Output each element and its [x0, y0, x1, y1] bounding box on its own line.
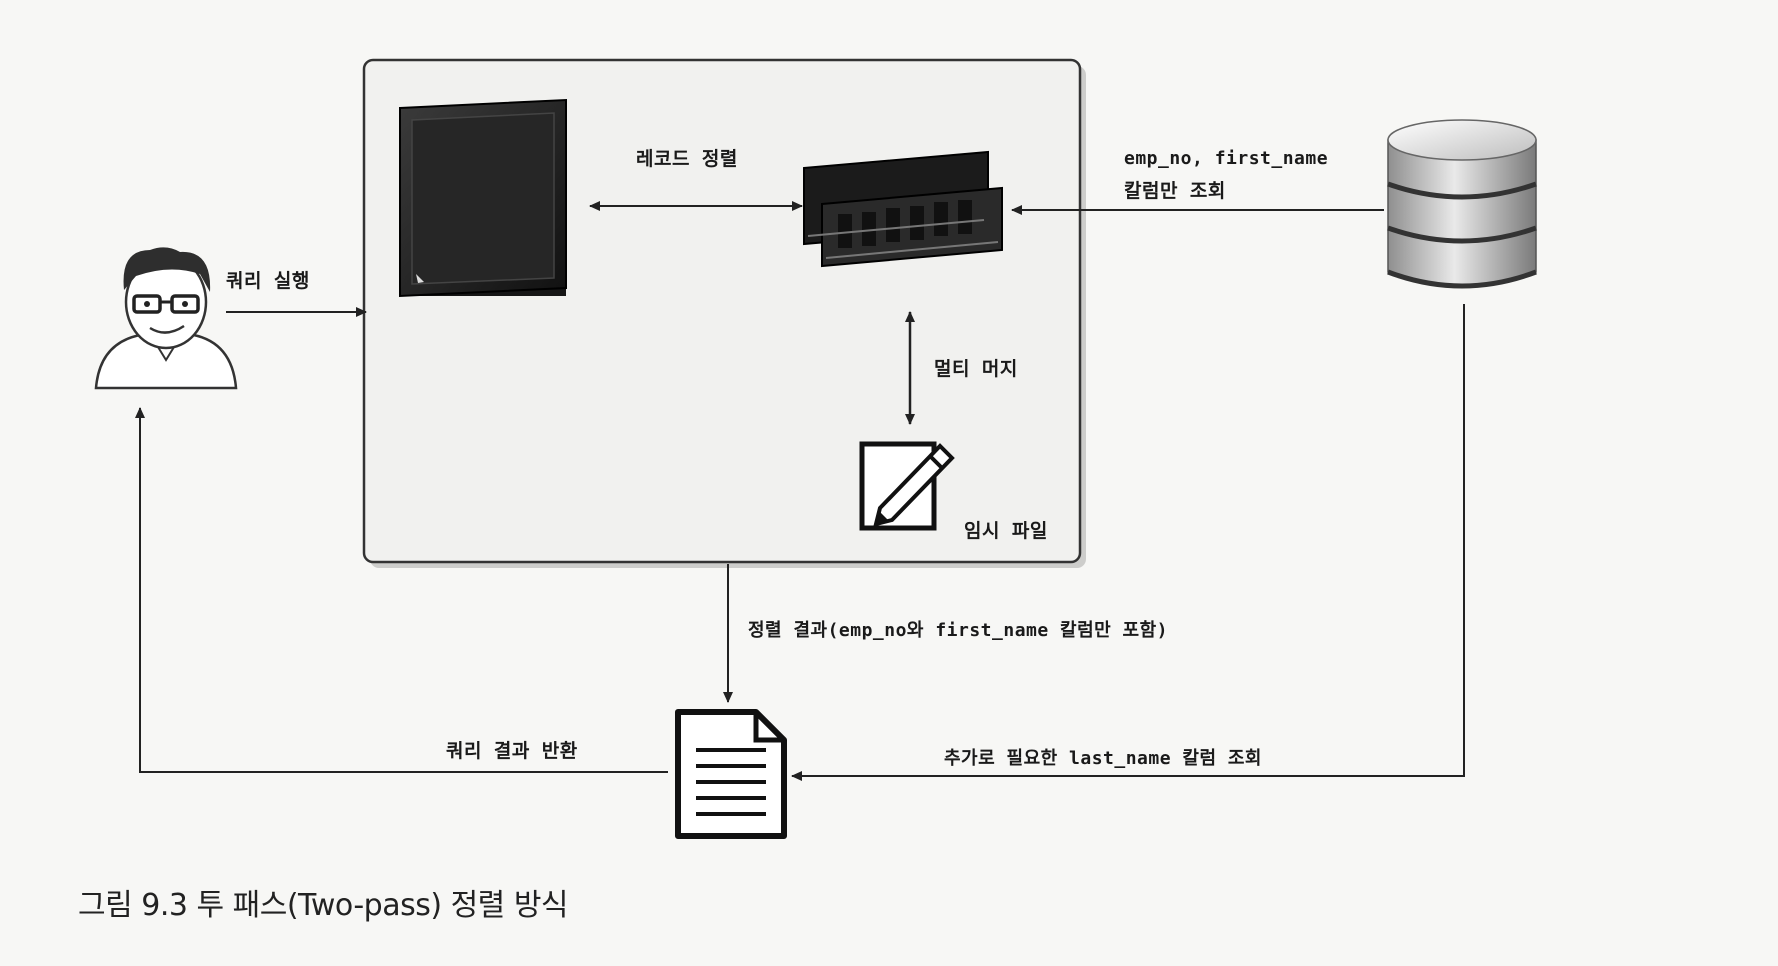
text-document-icon: [675, 709, 787, 839]
run-query-label: 쿼리 실행: [226, 270, 310, 292]
fetch-extra-arrow: [791, 304, 1465, 781]
select-columns-label-line2: 칼럼만 조회: [1124, 180, 1226, 202]
sort-result-label: 정렬 결과(emp_no와 first_name 칼럼만 포함): [748, 620, 1169, 641]
cpu-chip-icon: [399, 98, 567, 298]
memory-ram-icon: [803, 150, 1003, 268]
multi-merge-label: 멀티 머지: [934, 358, 1018, 380]
user-avatar-icon: [94, 247, 238, 390]
record-sort-label: 레코드 정렬: [636, 148, 738, 170]
database-cylinder-icon: [1387, 119, 1537, 289]
select-columns-label-line1: emp_no, first_name: [1124, 148, 1329, 169]
pencil-document-icon: [859, 441, 955, 531]
return-result-arrow: [135, 407, 668, 773]
temp-file-label: 임시 파일: [964, 520, 1048, 542]
return-result-label: 쿼리 결과 반환: [446, 740, 578, 762]
fetch-extra-label: 추가로 필요한 last_name 칼럼 조회: [944, 748, 1262, 769]
figure-caption: 그림 9.3 투 패스(Two-pass) 정렬 방식: [78, 888, 569, 923]
